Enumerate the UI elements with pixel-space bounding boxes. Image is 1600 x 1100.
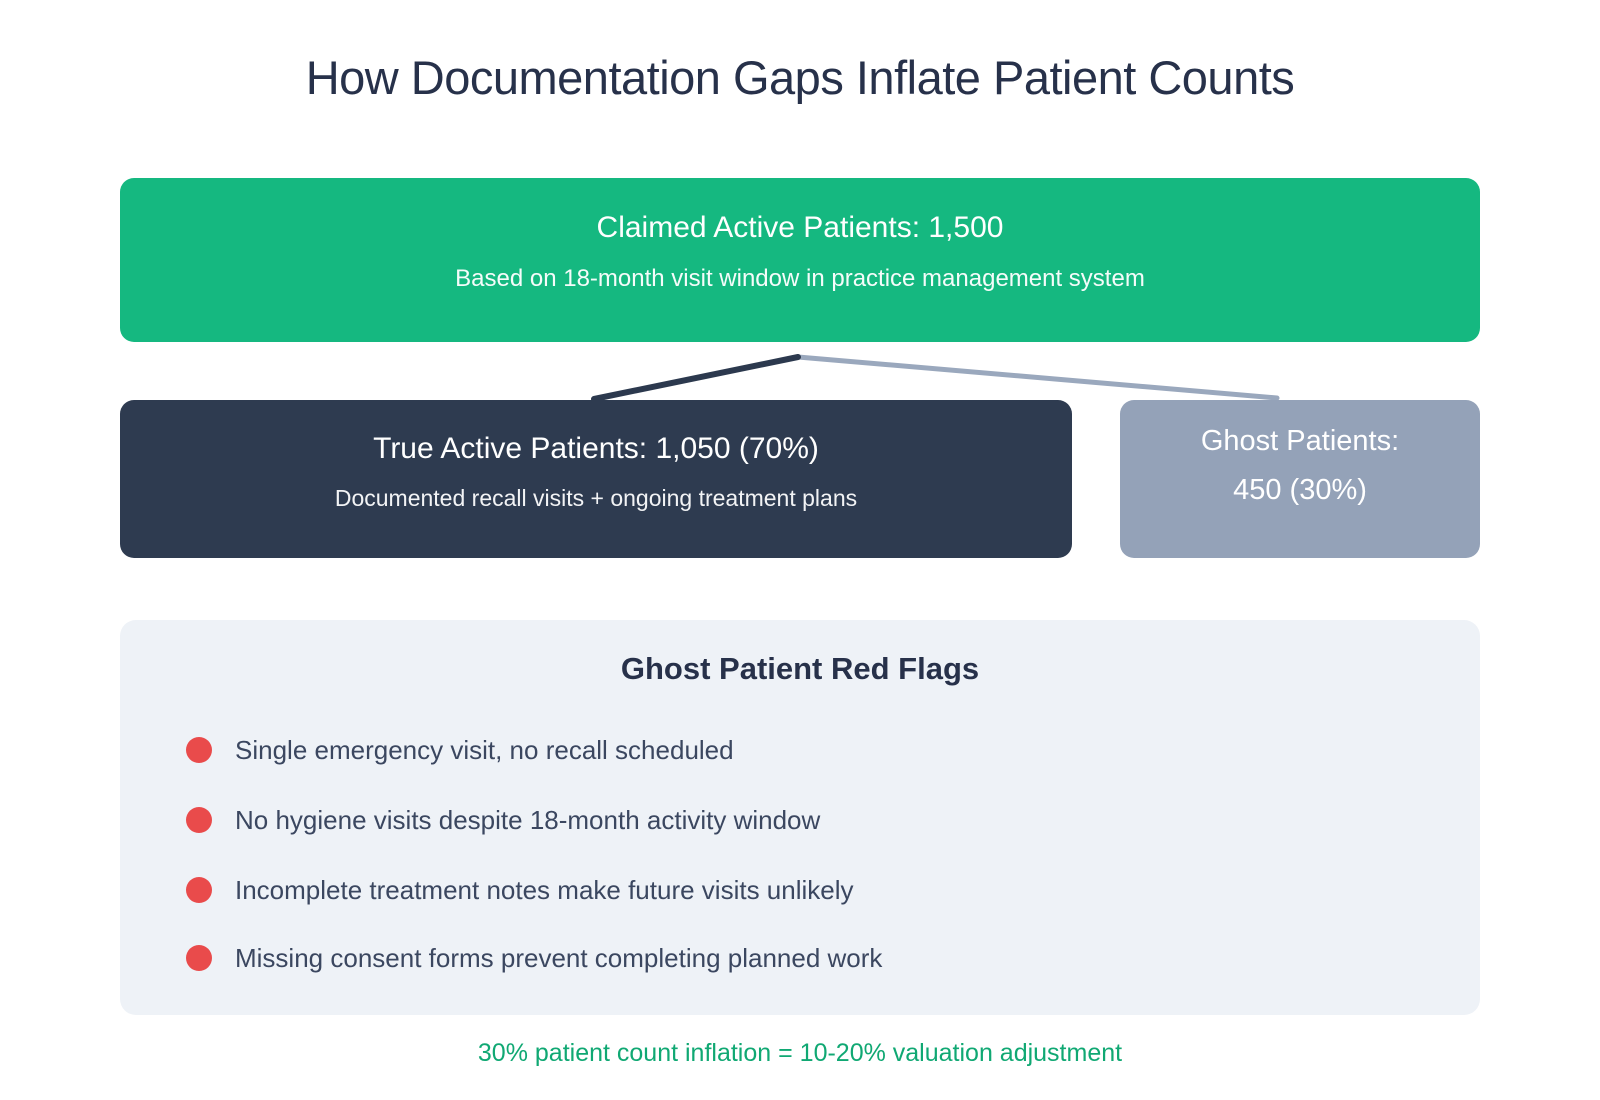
claimed-patients-heading: Claimed Active Patients: 1,500: [596, 211, 1004, 244]
red-flags-heading: Ghost Patient Red Flags: [620, 651, 980, 686]
ghost-patients-label: Ghost Patients:: [1200, 424, 1400, 457]
red-flag-text: No hygiene visits despite 18-month activ…: [235, 805, 821, 835]
red-bullet-icon: [186, 945, 212, 971]
red-flag-text: Single emergency visit, no recall schedu…: [235, 735, 734, 765]
ghost-patients-box: Ghost Patients: 450 (30%): [1120, 400, 1480, 558]
red-bullet-icon: [186, 877, 212, 903]
red-bullet-icon: [186, 807, 212, 833]
true-active-heading: True Active Patients: 1,050 (70%): [373, 432, 819, 465]
page-title: How Documentation Gaps Inflate Patient C…: [305, 51, 1295, 104]
valuation-footnote: 30% patient count inflation = 10-20% val…: [477, 1039, 1123, 1067]
claimed-patients-box: Claimed Active Patients: 1,500 Based on …: [120, 178, 1480, 342]
claimed-patients-subtext: Based on 18-month visit window in practi…: [455, 265, 1145, 292]
red-bullet-icon: [186, 737, 212, 763]
connector-line-ghost: [795, 354, 1280, 401]
true-active-subtext: Documented recall visits + ongoing treat…: [334, 485, 858, 511]
red-flag-item: Incomplete treatment notes make future v…: [186, 875, 854, 905]
red-flag-item: Single emergency visit, no recall schedu…: [186, 735, 734, 765]
connector-line-true-active: [591, 354, 801, 402]
red-flag-text: Incomplete treatment notes make future v…: [235, 875, 854, 905]
red-flag-item: Missing consent forms prevent completing…: [186, 943, 882, 973]
red-flags-panel: Ghost Patient Red Flags Single emergency…: [120, 620, 1480, 1015]
ghost-patients-value: 450 (30%): [1233, 473, 1367, 506]
red-flag-text: Missing consent forms prevent completing…: [235, 943, 883, 973]
true-active-patients-box: True Active Patients: 1,050 (70%) Docume…: [120, 400, 1072, 558]
red-flag-item: No hygiene visits despite 18-month activ…: [186, 805, 820, 835]
